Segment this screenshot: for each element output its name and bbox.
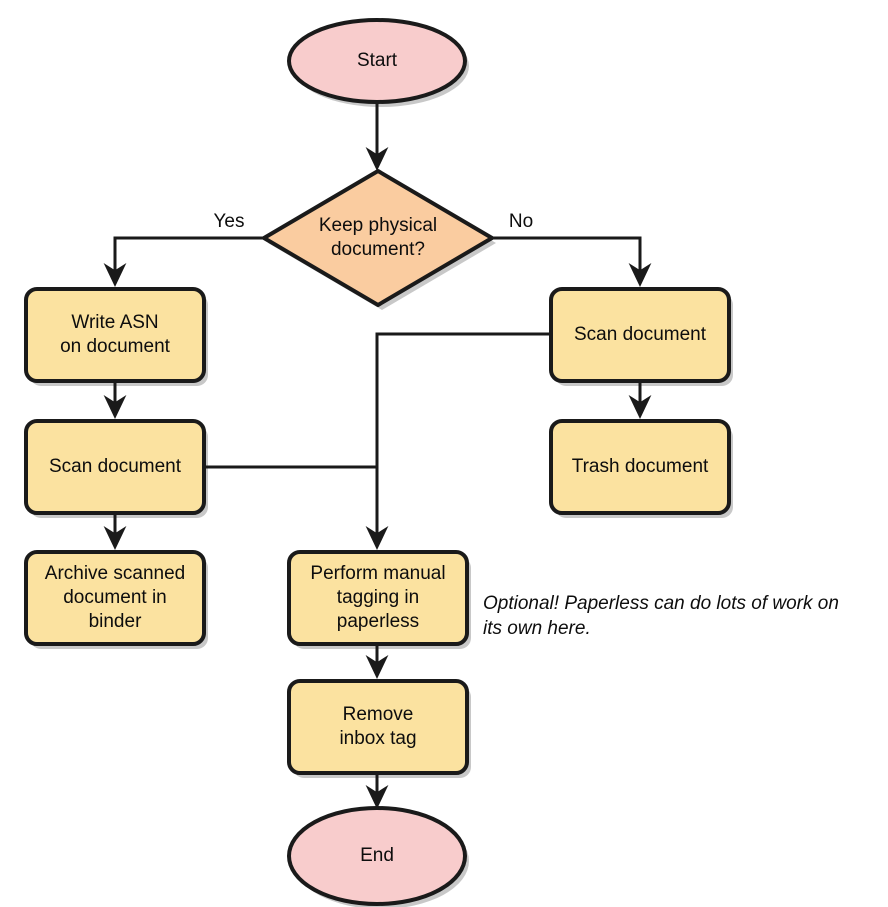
edges-layer bbox=[103, 102, 652, 810]
node-label-decision_keep: Keep physical bbox=[319, 215, 437, 236]
node-decision_keep[interactable]: Keep physical document? bbox=[262, 169, 494, 307]
node-label-archive_binder: document in bbox=[63, 587, 167, 608]
edge-decision-yes-to-write-asn bbox=[103, 236, 264, 288]
node-label-trash: Trash document bbox=[572, 456, 709, 477]
node-shape-process[interactable] bbox=[287, 679, 469, 775]
node-manual_tagging[interactable]: Perform manual tagging in paperless bbox=[287, 550, 469, 646]
edge-label-no: No bbox=[509, 211, 533, 232]
node-shape-process[interactable] bbox=[24, 419, 206, 515]
node-archive_binder[interactable]: Archive scanned document in binder bbox=[24, 550, 206, 646]
node-shape-process[interactable] bbox=[549, 287, 731, 383]
node-scan_left[interactable]: Scan document bbox=[24, 419, 206, 515]
node-shape-process[interactable] bbox=[24, 550, 206, 646]
node-label-scan_right: Scan document bbox=[574, 324, 707, 345]
node-label-write_asn: Write ASN bbox=[71, 312, 158, 333]
node-shape-process[interactable] bbox=[287, 550, 469, 646]
node-remove_inbox[interactable]: Remove inbox tag bbox=[287, 679, 469, 775]
node-trash[interactable]: Trash document bbox=[549, 419, 731, 515]
node-shape-terminator[interactable] bbox=[287, 806, 467, 906]
annotations-layer: Optional! Paperless can do lots of work … bbox=[483, 593, 839, 639]
annotation-optional-note: its own here. bbox=[483, 618, 591, 639]
node-end[interactable]: End bbox=[287, 806, 467, 906]
edge-scan-right-to-manual-tagging bbox=[365, 332, 551, 551]
node-start[interactable]: Start bbox=[287, 18, 467, 104]
node-label-manual_tagging: Perform manual bbox=[310, 563, 445, 584]
node-label-archive_binder: Archive scanned bbox=[45, 563, 185, 584]
node-shape-process[interactable] bbox=[549, 419, 731, 515]
node-label-end: End bbox=[360, 845, 394, 866]
node-shape-terminator[interactable] bbox=[287, 18, 467, 104]
node-label-manual_tagging: tagging in bbox=[337, 587, 419, 608]
annotation-optional-note: Optional! Paperless can do lots of work … bbox=[483, 593, 839, 614]
node-shape-decision[interactable] bbox=[262, 169, 494, 307]
node-label-decision_keep: document? bbox=[331, 239, 425, 260]
node-label-scan_left: Scan document bbox=[49, 456, 182, 477]
node-label-archive_binder: binder bbox=[89, 611, 142, 632]
node-label-write_asn: on document bbox=[60, 336, 171, 357]
node-scan_right[interactable]: Scan document bbox=[549, 287, 731, 383]
edge-labels-layer: Yes No bbox=[214, 211, 534, 232]
edge-label-yes: Yes bbox=[214, 211, 245, 232]
node-label-manual_tagging: paperless bbox=[337, 611, 419, 632]
node-label-remove_inbox: Remove bbox=[343, 704, 414, 725]
node-label-start: Start bbox=[357, 50, 398, 71]
edge-decision-no-to-scan-right bbox=[492, 236, 652, 288]
node-write_asn[interactable]: Write ASN on document bbox=[24, 287, 206, 383]
node-label-remove_inbox: inbox tag bbox=[339, 728, 416, 749]
node-shape-process[interactable] bbox=[24, 287, 206, 383]
